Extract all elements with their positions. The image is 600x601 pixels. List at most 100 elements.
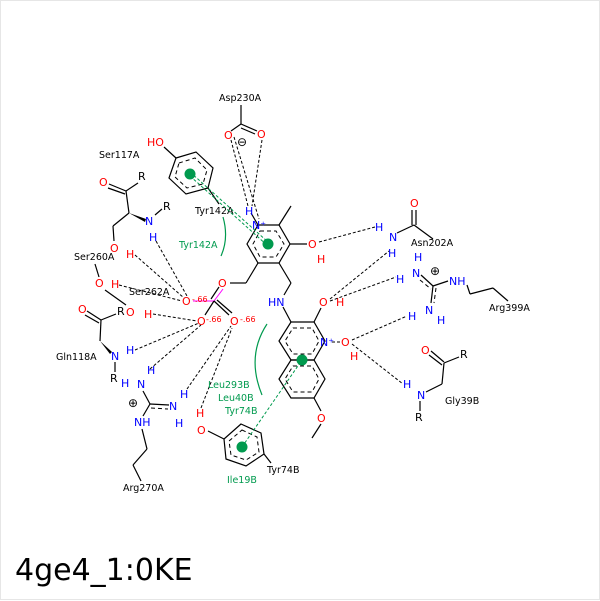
bond: [240, 127, 256, 135]
atom-o: O: [410, 197, 419, 210]
atom-o: O: [126, 306, 135, 319]
aromatic-dash: [228, 429, 260, 461]
bond: [99, 319, 102, 342]
hydrogen-bonds: [118, 136, 408, 409]
bond: [430, 285, 434, 304]
bond: [154, 208, 163, 216]
bond: [132, 448, 148, 466]
hydrophobic-arc-ligand: [254, 323, 268, 396]
atom-hn: HN: [268, 296, 285, 309]
atom-h: H: [245, 205, 253, 218]
atom-h: H: [149, 231, 157, 244]
hbond-arg270a: [149, 324, 202, 370]
atom-r: R: [460, 348, 468, 361]
atom-o: O: [78, 303, 87, 316]
bond: [425, 383, 443, 393]
residue-label: Ser117A: [99, 150, 140, 161]
atom-n: N: [425, 304, 433, 317]
bond: [84, 314, 100, 324]
residue-label: Gly39B: [445, 396, 479, 407]
bond: [112, 212, 130, 227]
atom-o: O: [182, 295, 191, 308]
atom-ho: HO: [147, 136, 164, 149]
atom-h: H: [126, 248, 134, 261]
atom-h: H: [375, 221, 383, 234]
atom-h: H: [350, 350, 358, 363]
hydrophobic-label: Leu40B: [218, 393, 254, 404]
hbond-arg399a: [329, 276, 397, 302]
bond: [492, 287, 509, 302]
bond: [86, 310, 102, 321]
hbond-ser262a: [152, 313, 198, 322]
atom-o: O: [95, 277, 104, 290]
bond: [100, 313, 117, 321]
atom-h: H: [396, 273, 404, 286]
residue-asp230a: Asp230A O O ⊖: [219, 93, 266, 149]
residue-tyr74b: O H Tyr74B: [196, 407, 299, 476]
hbond-ser260a: [118, 284, 183, 302]
atom-h: H: [126, 344, 134, 357]
residue-label: Asp230A: [219, 93, 262, 104]
bond: [441, 362, 445, 385]
atom-h: H: [111, 278, 119, 291]
water: O H: [341, 336, 358, 363]
aromatic-dash: [150, 407, 169, 410]
bond: [207, 430, 225, 440]
partial-charge: -.66: [240, 315, 256, 324]
hbond-arg399a: [351, 315, 408, 341]
ligand: N⁺ H O H O O -.66 O -.66 O -.66 HN O H N…: [182, 205, 344, 439]
partial-charge: -.66: [192, 295, 208, 304]
residue-label: Arg399A: [489, 303, 530, 314]
ring-centroid-dot: [296, 354, 308, 366]
bond: [163, 146, 177, 159]
atom-o: O: [317, 412, 326, 425]
atom-h: H: [388, 247, 396, 260]
hbond-ser117a: [134, 254, 185, 299]
hbond-ser117a: [155, 240, 188, 297]
residue-ser260a: Ser260A O H: [74, 252, 119, 291]
bond: [469, 287, 494, 295]
atom-r: R: [110, 372, 118, 385]
atom-r: R: [163, 200, 171, 213]
residue-label: Asn202A: [411, 238, 454, 249]
hbond-asn202a: [318, 226, 376, 243]
atom-o: O: [257, 128, 266, 141]
atom-o: O: [197, 424, 206, 437]
bond: [230, 123, 242, 132]
atom-h: H: [336, 296, 344, 309]
atom-o: O: [230, 315, 239, 328]
atom-o: O: [99, 176, 108, 189]
pi-stacking-line: [241, 359, 303, 448]
atom-r: R: [415, 411, 423, 424]
hbond-tyr74b: [200, 327, 233, 409]
bond: [466, 284, 471, 295]
atom-h: H: [121, 377, 129, 390]
bond: [443, 356, 460, 364]
bond: [430, 350, 445, 363]
residue-label: Tyr74B: [266, 465, 299, 476]
residue-arg270a: H N H N H H ⊕ NH Arg270A: [121, 364, 188, 494]
plus-charge-icon: ⊕: [128, 396, 138, 410]
residue-asn202a: O N H H Asn202A: [375, 197, 454, 260]
atom-o: O: [224, 129, 233, 142]
bond: [283, 282, 292, 296]
residue-label: Arg270A: [123, 483, 164, 494]
bond: [432, 280, 449, 287]
bond: [141, 428, 148, 450]
bond: [112, 225, 115, 242]
atom-h: H: [403, 378, 411, 391]
atom-n: N: [412, 267, 420, 280]
bond: [125, 190, 130, 214]
atom-n: N: [389, 231, 397, 244]
residue-tyr142a: HO Tyr142A: [147, 136, 234, 217]
aromatic-dash: [419, 279, 432, 290]
hbond-asp230a: [251, 139, 263, 207]
bond: [396, 224, 415, 234]
atom-n: N: [169, 400, 177, 413]
bond: [207, 187, 220, 205]
atom-n: N: [137, 378, 145, 391]
aromatic-dash: [252, 230, 285, 258]
bond: [204, 300, 215, 316]
aromatic-dash: [433, 287, 437, 304]
